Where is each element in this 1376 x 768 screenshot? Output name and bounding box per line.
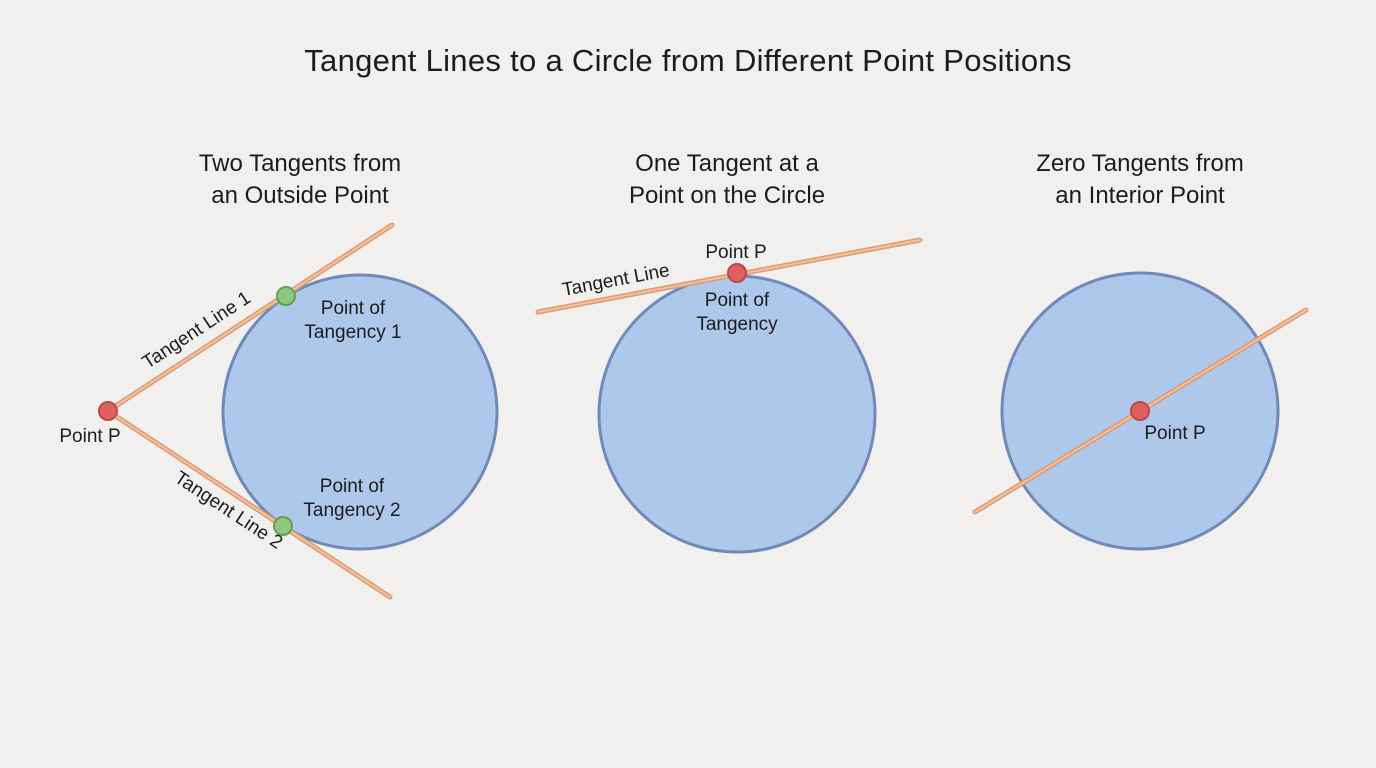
outside-point-p-dot: [98, 401, 118, 421]
on-circle-point-p-dot: [727, 263, 747, 283]
label-point-of-tangency-1: Point of Tangency 1: [304, 297, 402, 343]
label-point-p-outside: Point P: [59, 425, 121, 447]
label-point-of-tangency: Point of Tangency: [696, 289, 778, 335]
tangency-point-2-dot: [273, 516, 293, 536]
panel-heading-interior-point: Zero Tangents from an Interior Point: [1036, 150, 1244, 209]
tangency-point-1-dot: [276, 286, 296, 306]
label-point-p-on-circle: Point P: [705, 241, 767, 263]
panel-heading-on-circle: One Tangent at a Point on the Circle: [628, 150, 826, 209]
circle-outside-point-case: [221, 273, 499, 551]
label-point-p-interior: Point P: [1144, 422, 1206, 444]
page-title: Tangent Lines to a Circle from Different…: [304, 43, 1072, 78]
label-point-of-tangency-2: Point of Tangency 2: [303, 475, 401, 521]
panel-heading-outside-point: Two Tangents from an Outside Point: [198, 150, 402, 209]
interior-point-p-dot: [1130, 401, 1150, 421]
tangent-line-1-highlight: [107, 224, 393, 412]
tangent-line-2-highlight: [107, 410, 391, 598]
